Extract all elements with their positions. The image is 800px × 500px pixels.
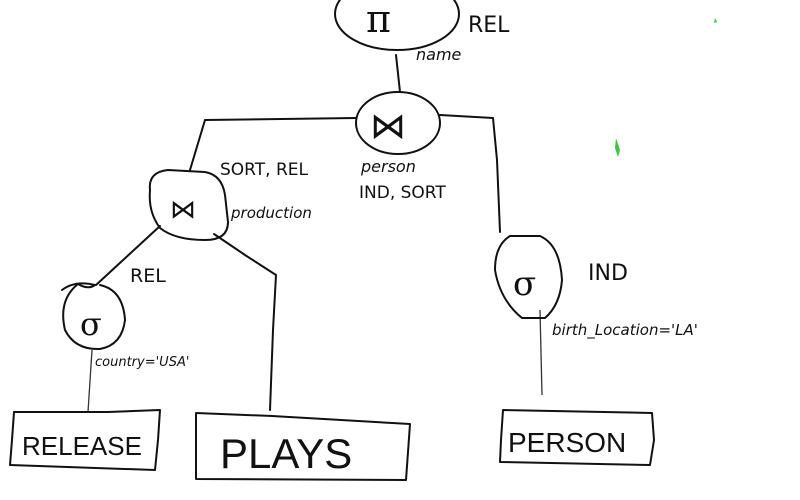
projection-attribute: name	[416, 45, 462, 64]
left-select-node	[61, 282, 126, 351]
plays-label: PLAYS	[220, 430, 352, 477]
plays-box	[195, 412, 411, 481]
left-join-condition: production	[230, 204, 312, 222]
edge-join-right	[439, 114, 501, 233]
top-join-node	[355, 91, 441, 155]
projection-node	[334, 0, 460, 51]
left-select-symbol: σ	[80, 305, 102, 343]
left-join-symbol: ⋈	[170, 195, 196, 225]
right-select-symbol: σ	[513, 264, 536, 304]
release-label: RELEASE	[22, 431, 142, 461]
projection-annotation: REL	[468, 13, 510, 38]
right-select-node	[494, 235, 563, 319]
left-select-annotation: REL	[130, 265, 166, 287]
top-join-symbol: ⋈	[370, 106, 406, 147]
release-box	[9, 409, 161, 471]
top-join-annotation: IND, SORT	[359, 183, 446, 203]
edge-leftjoin-select	[95, 225, 161, 286]
left-join-annotation: SORT, REL	[220, 160, 308, 180]
projection-symbol: π	[366, 0, 391, 41]
left-join-node	[148, 169, 229, 241]
edge-join-left	[189, 117, 357, 171]
person-box	[499, 409, 655, 466]
right-select-condition: birth_Location='LA'	[552, 321, 698, 340]
left-select-condition: country='USA'	[95, 355, 189, 370]
edge-leftjoin-plays	[213, 233, 277, 411]
edge-root-join	[395, 54, 401, 93]
green-mark	[714, 18, 717, 23]
top-join-condition: person	[360, 157, 416, 176]
right-select-annotation: IND	[588, 261, 628, 286]
edge-select-person	[539, 309, 543, 396]
green-mark	[615, 138, 620, 157]
edge-select-release	[87, 349, 93, 413]
person-label: PERSON	[508, 427, 626, 458]
